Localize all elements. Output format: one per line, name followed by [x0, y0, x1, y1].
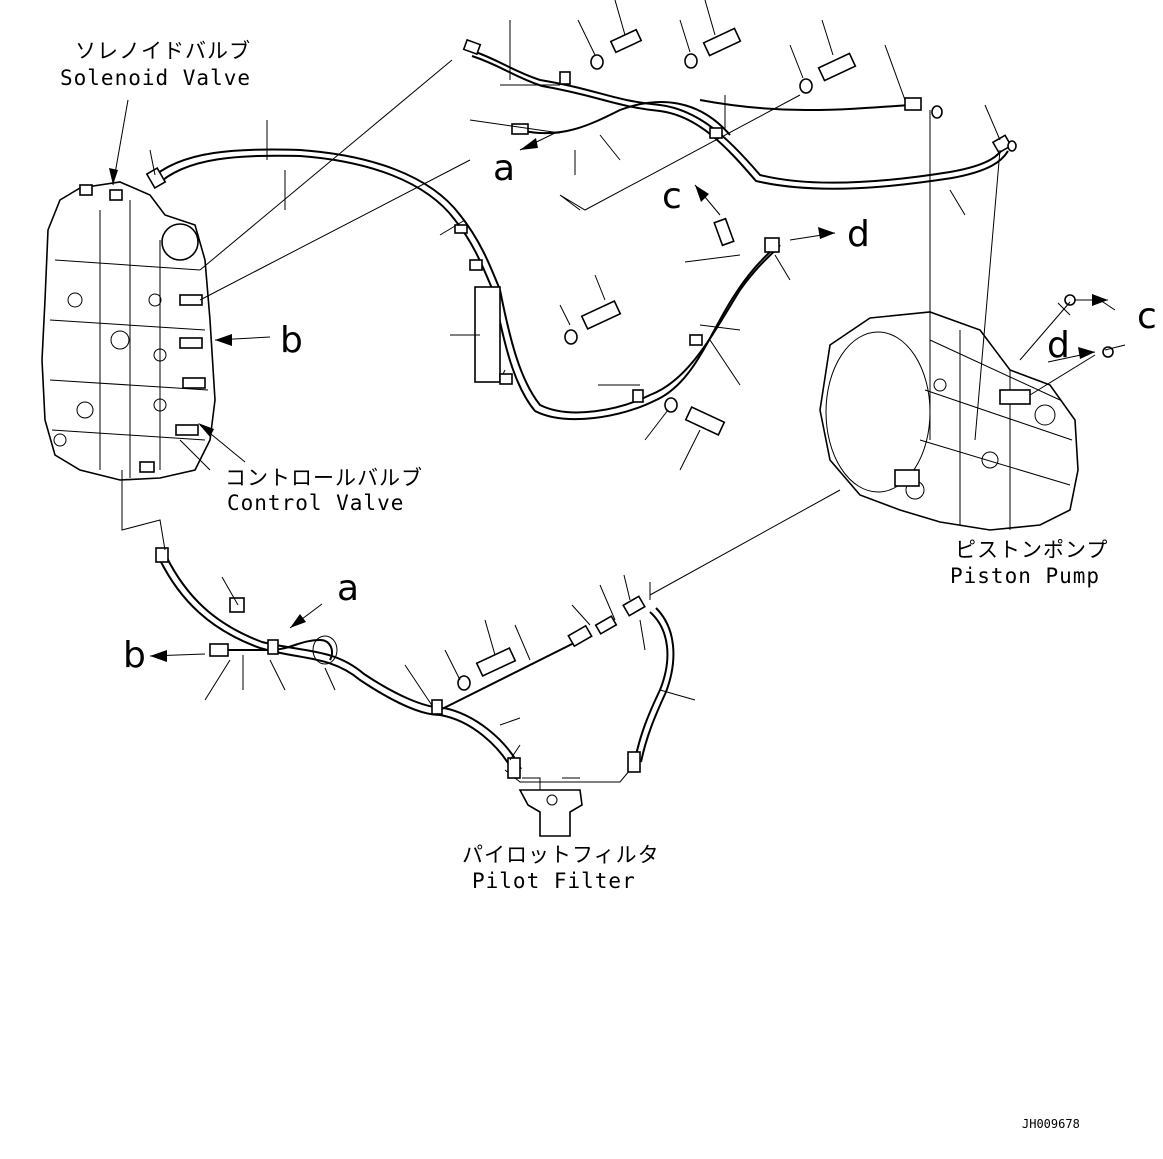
piston-pump-assembly	[819, 311, 1079, 531]
piston-pump-label-jp: ピストンポンプ	[955, 538, 1108, 562]
control-valve-label-en: Control Valve	[227, 491, 404, 515]
marker-d-upper: d	[847, 214, 870, 255]
leader-lines	[121, 0, 1126, 761]
marker-a-lower: a	[337, 568, 359, 609]
marker-c-upper: c	[662, 176, 682, 217]
solenoid-valve-body	[161, 223, 199, 261]
bolt	[475, 27, 857, 678]
pilot-filter-label-en: Pilot Filter	[472, 869, 636, 893]
marker-a-upper: a	[493, 148, 515, 189]
connection-arrows	[149, 132, 1108, 662]
solenoid-valve-label-jp: ソレノイドバルブ	[75, 39, 251, 63]
document-id: JH009678	[1022, 1117, 1080, 1131]
marker-b-upper: b	[280, 320, 303, 361]
control-valve-label-jp: コントロールバルブ	[225, 466, 423, 490]
control-valve-assembly	[41, 181, 216, 481]
clamps	[267, 71, 723, 715]
solenoid-valve-label-en: Solenoid Valve	[60, 66, 251, 90]
pilot-filter-label-jp: パイロットフィルタ	[462, 843, 660, 867]
marker-c-right: c	[1137, 296, 1157, 337]
piston-pump-label-en: Piston Pump	[950, 564, 1100, 588]
marker-d-right: d	[1047, 325, 1070, 366]
pilot-filter-body	[504, 769, 631, 837]
marker-b-lower: b	[123, 635, 146, 676]
